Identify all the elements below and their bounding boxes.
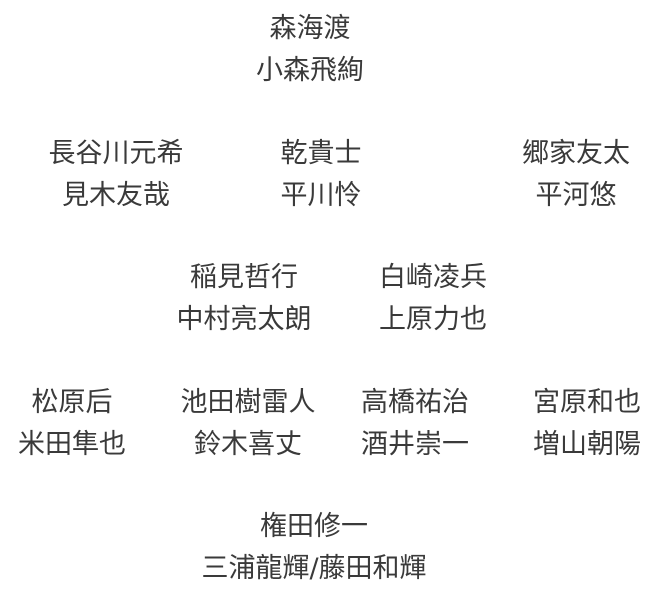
position-group-r2a: 長谷川元希 見木友哉 (49, 133, 184, 217)
position-group-r2c: 郷家友太 平河悠 (522, 133, 630, 217)
bottom-line: 平川怜 (280, 180, 362, 211)
top-line: 高橋祐治 (361, 387, 469, 418)
top-line: 郷家友太 (522, 138, 630, 169)
top-line: 稲見哲行 (190, 262, 298, 293)
top-line: 乾貴士 (280, 138, 362, 169)
bottom-line: 米田隼也 (18, 429, 126, 460)
top-line: 森海渡 (269, 13, 351, 44)
bottom-line: 見木友哉 (62, 180, 170, 211)
position-group-r4d: 宮原和也 増山朝陽 (533, 382, 641, 466)
bottom-line: 増山朝陽 (533, 429, 641, 460)
position-group-r4b: 池田樹雷人 鈴木喜丈 (181, 382, 316, 466)
position-group-bottom: 権田修一 三浦龍輝/藤田和輝 (201, 506, 426, 590)
top-line: 白崎凌兵 (379, 262, 487, 293)
bottom-line: 鈴木喜丈 (194, 429, 302, 460)
bottom-line: 上原力也 (379, 304, 487, 335)
top-line: 長谷川元希 (48, 138, 184, 169)
position-group-r2b: 乾貴士 平川怜 (281, 133, 362, 217)
position-group-r3b: 白崎凌兵 上原力也 (379, 257, 487, 341)
position-group-top: 森海渡 小森飛絢 (256, 8, 364, 92)
position-group-r3a: 稲見哲行 中村亮太朗 (177, 257, 312, 341)
bottom-line: 三浦龍輝/藤田和輝 (201, 553, 427, 584)
position-group-r4a: 松原后 米田隼也 (18, 382, 126, 466)
top-line: 松原后 (31, 387, 113, 418)
position-group-r4c: 高橋祐治 酒井崇一 (361, 382, 469, 466)
top-line: 宮原和也 (533, 387, 641, 418)
top-line: 権田修一 (259, 511, 368, 542)
bottom-line: 平河悠 (535, 180, 617, 211)
bottom-line: 小森飛絢 (256, 55, 364, 86)
top-line: 池田樹雷人 (180, 387, 316, 418)
bottom-line: 酒井崇一 (361, 429, 469, 460)
bottom-line: 中村亮太朗 (176, 304, 312, 335)
